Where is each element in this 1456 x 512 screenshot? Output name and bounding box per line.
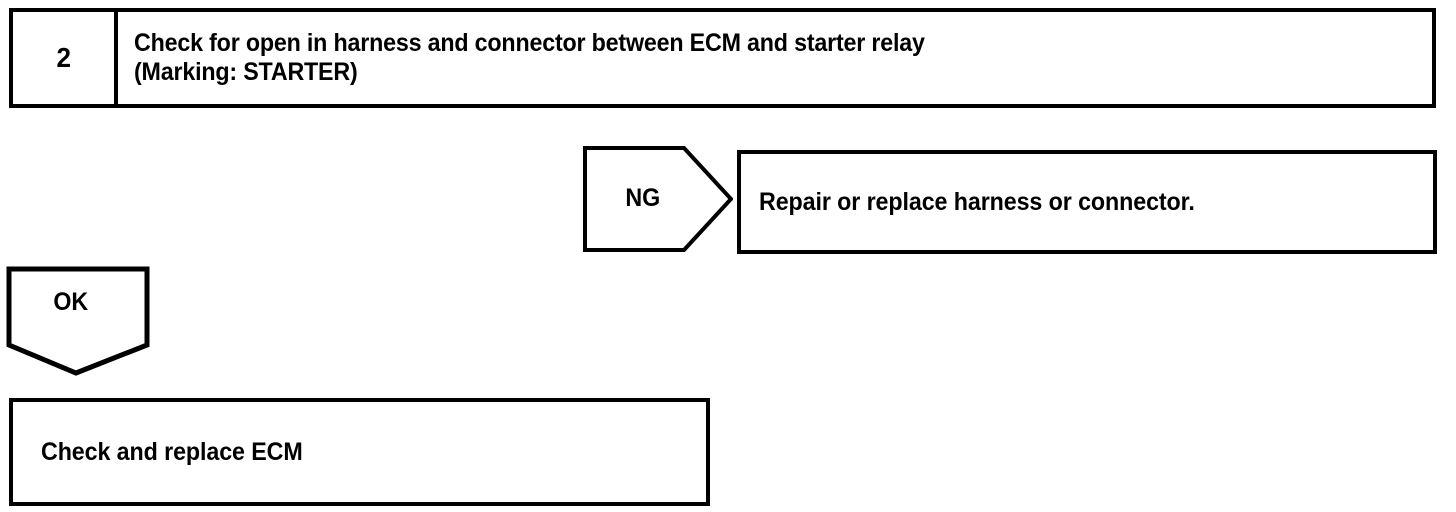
- ok-result-text: Check and replace ECM: [41, 437, 303, 466]
- branch-tag-ok-label: OK: [53, 288, 89, 316]
- branch-tag-ng: NG: [583, 146, 733, 252]
- step-number-cell: 2: [13, 12, 118, 104]
- step-title-cell: Check for open in harness and connector …: [118, 12, 1432, 104]
- ok-result-box: Check and replace ECM: [9, 398, 710, 506]
- step-number: 2: [56, 42, 71, 73]
- step-title-line-1: Check for open in harness and connector …: [134, 29, 925, 57]
- ok-arrow-icon: [6, 266, 150, 376]
- branch-tag-ok: OK: [6, 266, 150, 376]
- branch-tag-ng-label: NG: [625, 183, 661, 212]
- ng-arrow-icon: [583, 146, 733, 252]
- ng-result-text: Repair or replace harness or connector.: [759, 187, 1195, 216]
- step-title-line-2: (Marking: STARTER): [134, 58, 358, 86]
- ng-result-box: Repair or replace harness or connector.: [737, 150, 1437, 254]
- step-row: 2 Check for open in harness and connecto…: [9, 8, 1436, 108]
